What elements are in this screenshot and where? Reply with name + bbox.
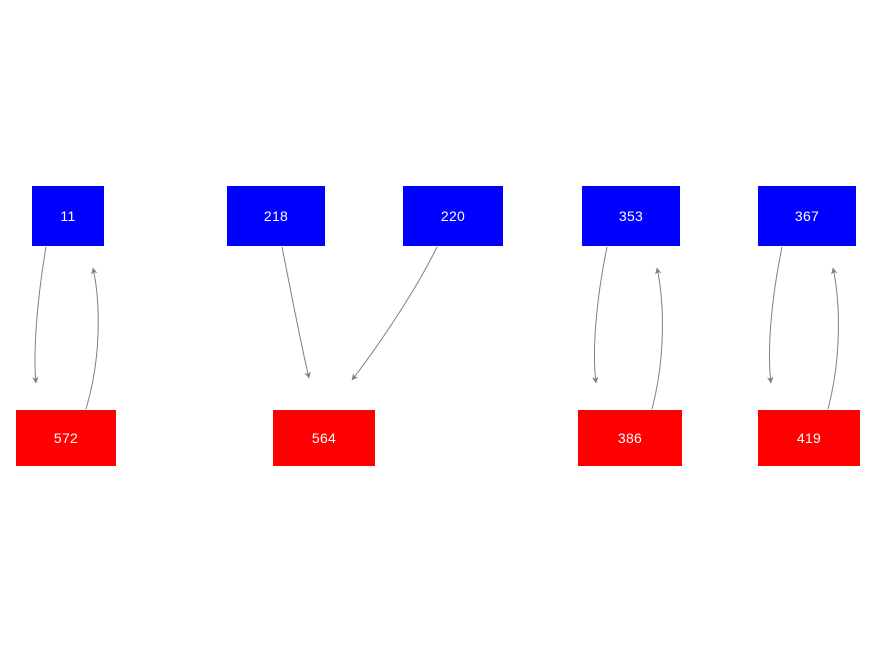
node-label: 220 [440, 208, 466, 224]
node-564[interactable]: 564 [273, 410, 375, 466]
edge-353-to-386 [592, 246, 608, 384]
node-label: 386 [617, 430, 643, 446]
node-218[interactable]: 218 [227, 186, 325, 246]
edge-367-to-419 [767, 246, 783, 384]
edge-11-to-572 [32, 246, 47, 384]
node-419[interactable]: 419 [758, 410, 860, 466]
node-label: 572 [53, 430, 79, 446]
node-353[interactable]: 353 [582, 186, 680, 246]
node-label: 419 [796, 430, 822, 446]
node-572[interactable]: 572 [16, 410, 116, 466]
node-220[interactable]: 220 [403, 186, 503, 246]
node-11[interactable]: 11 [32, 186, 104, 246]
edge-220-to-564 [351, 246, 438, 381]
node-label: 564 [311, 430, 337, 446]
edge-572-to-11 [85, 267, 99, 410]
node-386[interactable]: 386 [578, 410, 682, 466]
edge-386-to-353 [651, 267, 663, 410]
node-label: 218 [263, 208, 289, 224]
node-367[interactable]: 367 [758, 186, 856, 246]
node-label: 11 [60, 208, 76, 224]
edge-419-to-367 [827, 267, 839, 410]
node-label: 367 [794, 208, 820, 224]
node-label: 353 [618, 208, 644, 224]
edge-218-to-564 [281, 246, 311, 379]
